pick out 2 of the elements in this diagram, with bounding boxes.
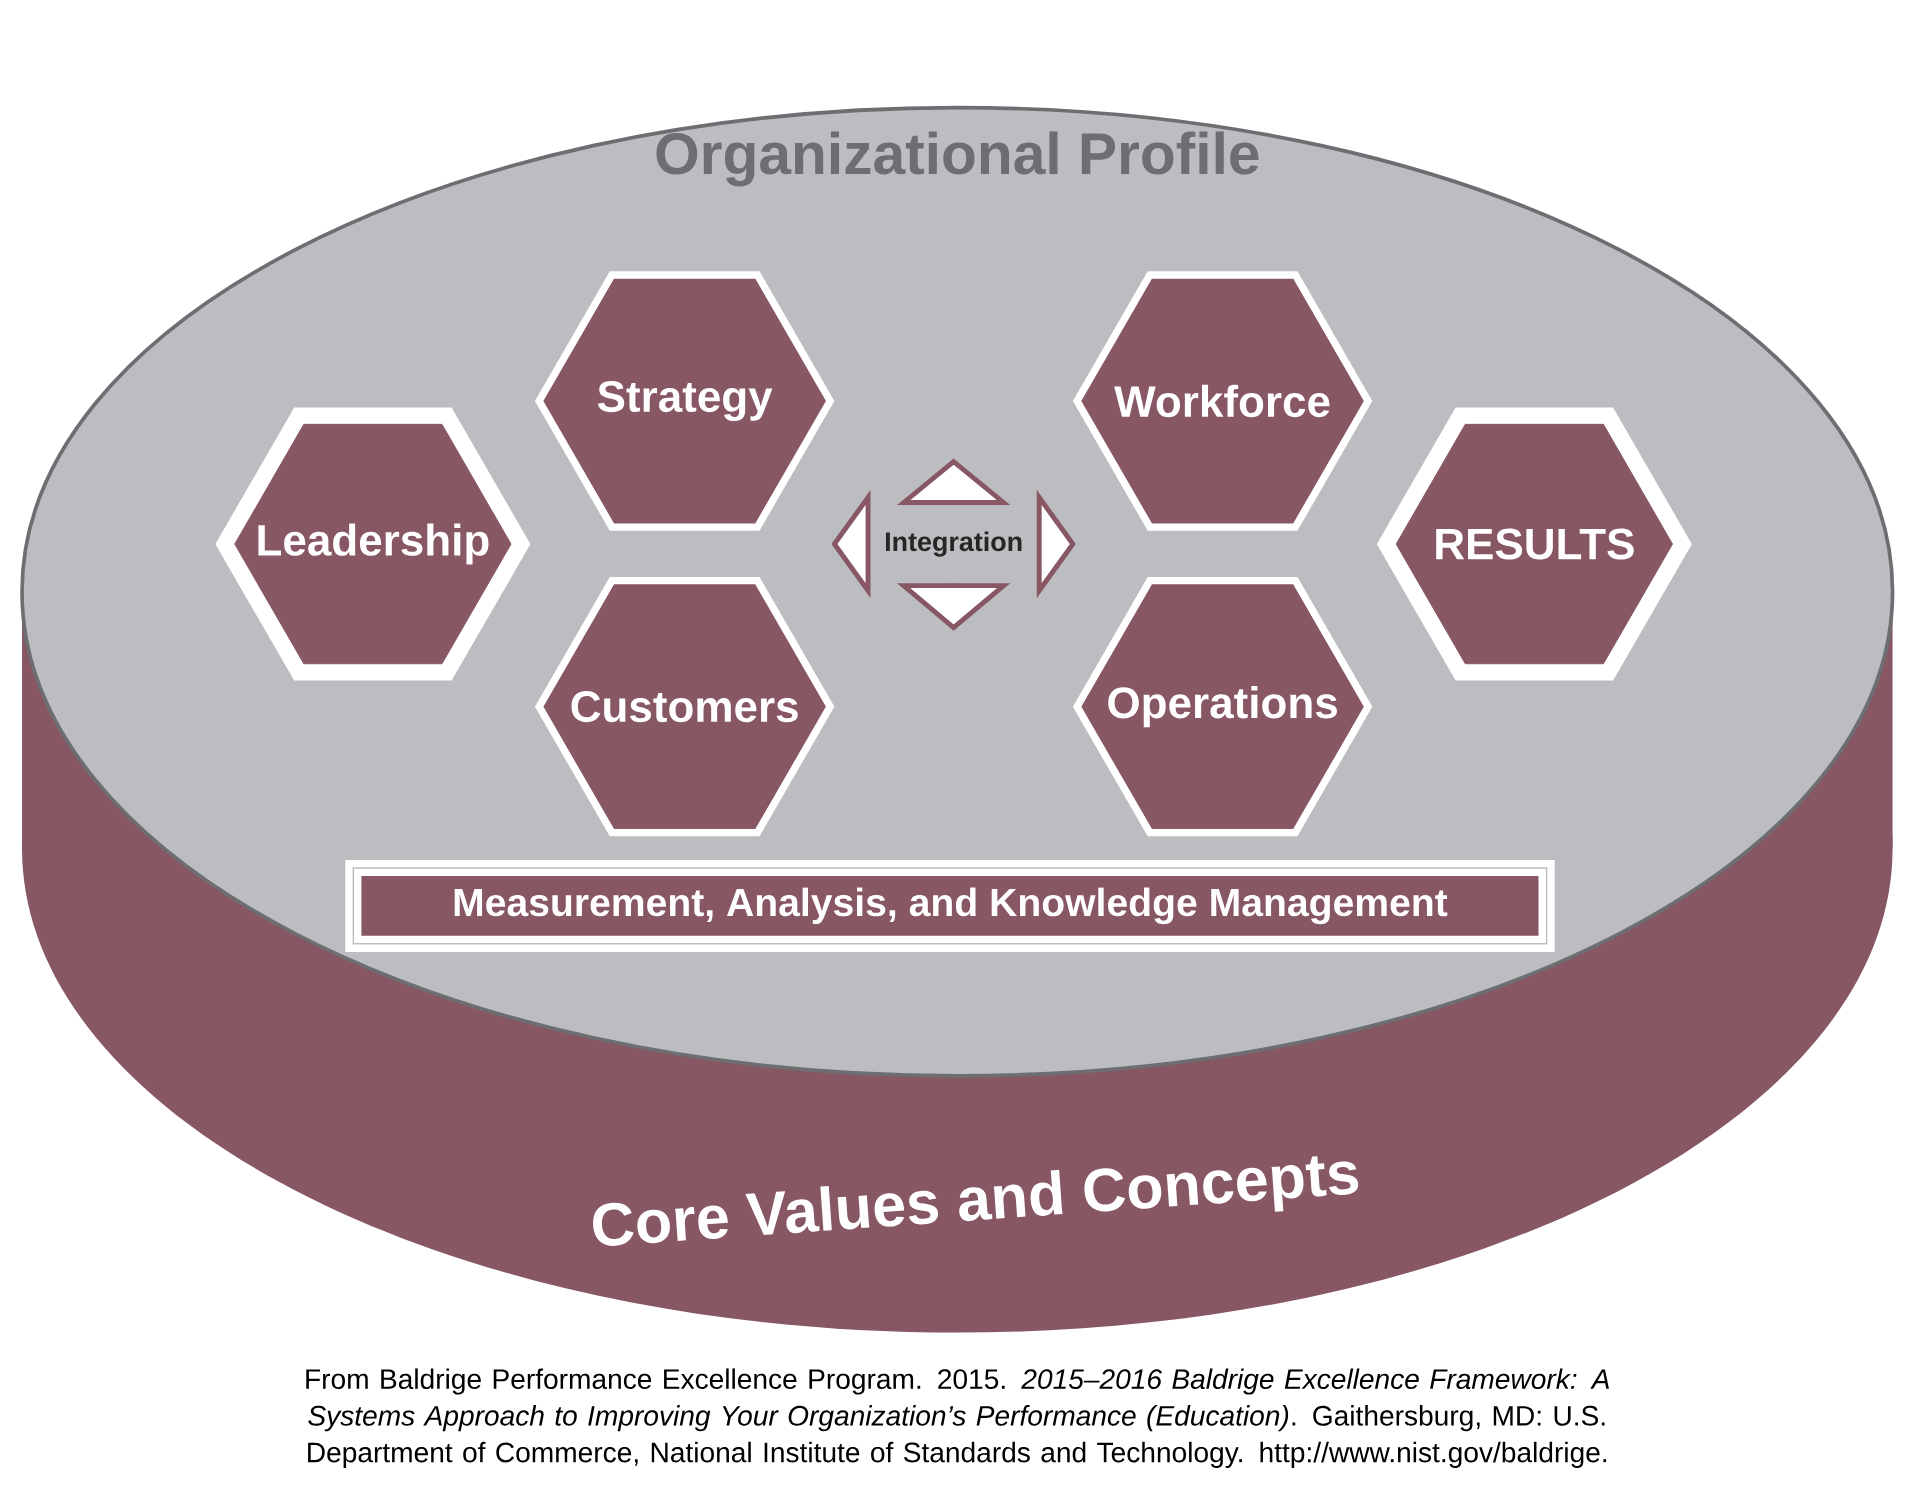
title: Organizational Profile [656, 131, 1259, 187]
caption: From Baldrige Performance Excellence Program. 2015. 2015–2016 Baldrige Excellence Framework: A Systems Approach to Improving Your Organization’s Performance (Education). Gaithersburg, MD: U.S. Department of Commerce, National Institute of Standards and Technology. http://www.nist.gov/baldrige. [306, 1368, 1609, 1469]
